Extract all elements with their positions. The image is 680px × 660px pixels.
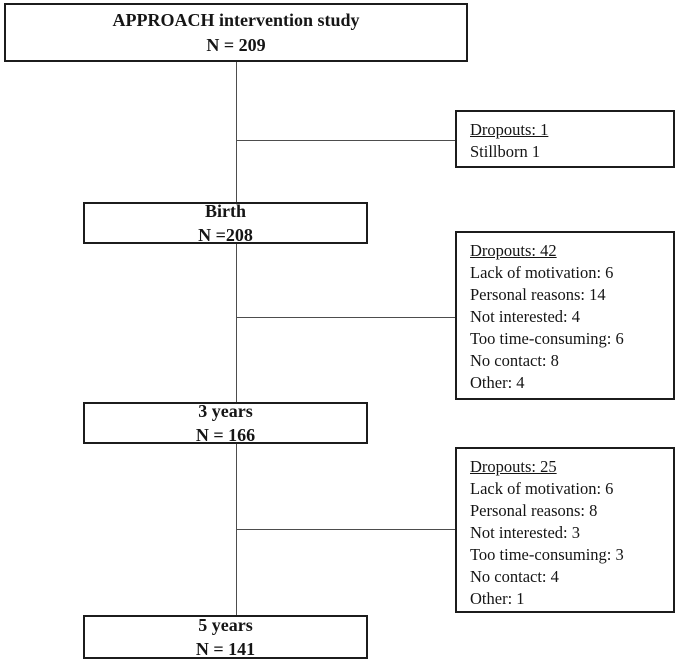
stage-box-5years: 5 years N = 141 xyxy=(83,615,368,659)
dropout-item: Too time-consuming: 3 xyxy=(470,545,624,564)
connector-horizontal-3 xyxy=(237,529,455,530)
stage-box-birth: Birth N =208 xyxy=(83,201,368,245)
study-title: APPROACH intervention study xyxy=(112,9,360,30)
stage-box-3years: 3 years N = 166 xyxy=(83,401,368,445)
dropout-item: Not interested: 3 xyxy=(470,523,580,542)
dropout-item: Too time-consuming: 6 xyxy=(470,329,624,348)
connector-vertical-2 xyxy=(236,243,237,403)
dropout-item: Not interested: 4 xyxy=(470,307,580,326)
dropout-item: Lack of motivation: 6 xyxy=(470,263,614,282)
study-n: N = 209 xyxy=(206,34,266,55)
dropout-item: Personal reasons: 8 xyxy=(470,501,598,520)
connector-horizontal-1 xyxy=(237,140,455,141)
dropout-header: Dropouts: 1 xyxy=(470,120,549,139)
dropout-header: Dropouts: 25 xyxy=(470,457,557,476)
study-title-box: APPROACH intervention study N = 209 xyxy=(4,3,468,62)
dropout-item: Personal reasons: 14 xyxy=(470,285,606,304)
dropout-box-birth: Dropouts: 1 Stillborn 1 xyxy=(455,110,675,168)
dropout-item: Other: 1 xyxy=(470,589,525,608)
dropout-item: No contact: 4 xyxy=(470,567,559,586)
dropout-item: Other: 4 xyxy=(470,373,525,392)
dropout-box-5years: Dropouts: 25 Lack of motivation: 6 Perso… xyxy=(455,447,675,613)
connector-vertical-3 xyxy=(236,443,237,616)
stage-label: Birth xyxy=(204,201,246,221)
dropout-item: No contact: 8 xyxy=(470,351,559,370)
dropout-box-3years: Dropouts: 42 Lack of motivation: 6 Perso… xyxy=(455,231,675,400)
dropout-item: Stillborn 1 xyxy=(470,142,541,161)
stage-n: N = 166 xyxy=(195,425,256,445)
stage-label: 3 years xyxy=(198,401,253,421)
connector-horizontal-2 xyxy=(237,317,455,318)
stage-n: N = 141 xyxy=(195,639,256,659)
stage-n: N =208 xyxy=(198,225,253,245)
connector-vertical-1 xyxy=(236,62,237,203)
dropout-header: Dropouts: 42 xyxy=(470,241,557,260)
stage-label: 5 years xyxy=(198,615,253,635)
dropout-item: Lack of motivation: 6 xyxy=(470,479,614,498)
